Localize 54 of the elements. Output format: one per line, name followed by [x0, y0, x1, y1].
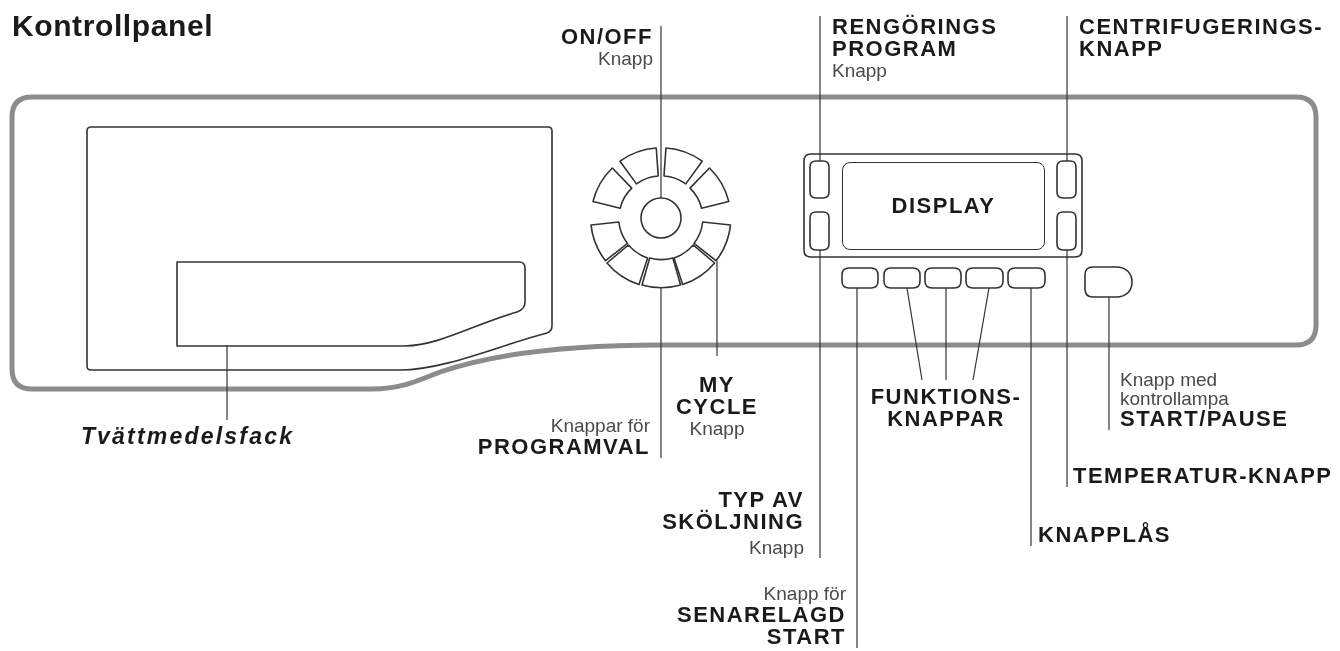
- detergent-drawer: [86, 126, 553, 371]
- large-button: [1084, 266, 1133, 298]
- side-button: [809, 211, 830, 251]
- part-note: Knappar för: [550, 415, 650, 436]
- leader-line: [906, 287, 923, 381]
- row-button: [883, 267, 921, 289]
- dial-segment-button: [662, 147, 704, 185]
- row-button: [1007, 267, 1046, 289]
- leader-line: [819, 249, 821, 559]
- part-label: SENARELAGD START: [676, 604, 846, 648]
- part-label: MY CYCLE: [674, 374, 760, 418]
- dial-segment-button: [590, 221, 629, 263]
- dial-segment-button: [640, 257, 682, 289]
- display-screen: DISPLAY: [842, 162, 1045, 250]
- leader-line: [660, 287, 662, 459]
- leader-line: [972, 287, 990, 381]
- part-note: Knapp: [749, 537, 804, 558]
- part-label: ON/OFF: [560, 26, 653, 48]
- part-label: TYP AV SKÖLJNING: [661, 489, 804, 533]
- part-label: PROGRAMVAL: [477, 436, 650, 458]
- part-note: Knapp: [598, 48, 653, 69]
- dial-segment-button: [672, 244, 716, 286]
- leader-line: [226, 344, 228, 421]
- side-button: [1056, 211, 1077, 251]
- part-note: Knapp: [689, 418, 745, 439]
- title: Kontrollpanel: [12, 8, 214, 44]
- side-button: [1056, 160, 1077, 199]
- part-label: CENTRIFUGERINGS-KNAPP: [1079, 16, 1324, 60]
- row-button: [965, 267, 1004, 289]
- leader-line: [856, 287, 858, 649]
- part-note: Knapp för: [763, 583, 846, 604]
- part-label: TEMPERATUR-KNAPP: [1073, 465, 1333, 487]
- dial-segment-button: [606, 244, 649, 286]
- part-label: RENGÖRINGS PROGRAM: [832, 16, 999, 60]
- dial-segment-button: [693, 221, 732, 263]
- part-label: KNAPPLÅS: [1038, 524, 1171, 546]
- dial-segment-button: [592, 166, 633, 209]
- dial-segment-button: [689, 166, 730, 209]
- leader-line: [660, 25, 662, 199]
- leader-line: [1030, 287, 1032, 547]
- row-button: [924, 267, 962, 289]
- side-button: [809, 160, 830, 199]
- dial-center-button: [640, 197, 682, 239]
- leader-line: [819, 15, 821, 162]
- leader-line: [945, 287, 947, 381]
- row-button: [841, 267, 879, 289]
- leader-line: [1066, 15, 1068, 162]
- part-label: Tvättmedelsfack: [80, 423, 295, 449]
- dial-segment-button: [618, 147, 660, 185]
- leader-line: [1066, 249, 1068, 488]
- leader-line: [716, 260, 718, 357]
- leader-line: [1108, 296, 1110, 431]
- part-label: FUNKTIONS-KNAPPAR: [869, 386, 1023, 430]
- part-note: Knapp: [832, 60, 887, 81]
